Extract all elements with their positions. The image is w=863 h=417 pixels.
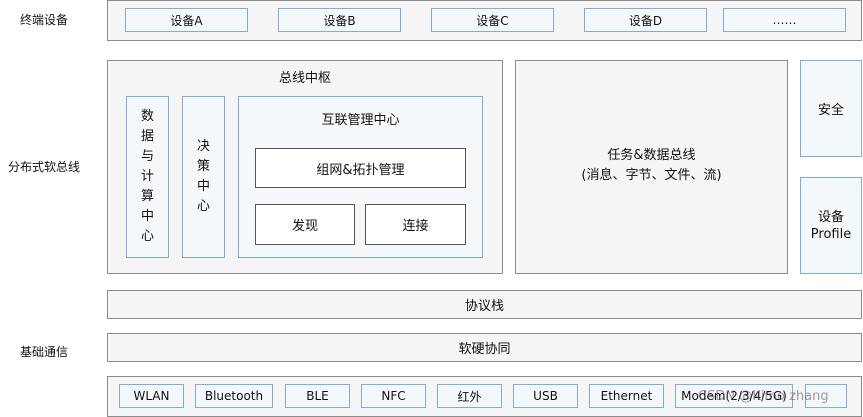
task-data-bus-line1: 任务&数据总线 [607,148,696,163]
discovery-box: 发现 [255,204,355,245]
tech-ble-box: BLE [285,384,350,408]
tech-infrared-box: 红外 [437,384,502,408]
networking-topology-box: 组网&拓扑管理 [255,148,466,188]
task-data-bus-line2: (消息、字节、文件、流) [581,168,722,183]
data-compute-center-box: 数 据 与 计 算 中 心 [126,96,169,258]
tech-wlan-box: WLAN [119,384,184,408]
tech-ethernet-box: Ethernet [589,384,664,408]
device-profile-line1: 设备 [817,209,844,225]
task-data-bus-text: 任务&数据总线 (消息、字节、文件、流) [515,146,788,186]
label-basic-communication: 基础通信 [20,344,69,359]
csdn-watermark: CSDN @Kimo zhang [698,389,829,404]
tech-usb-box: USB [513,384,578,408]
decision-center-box: 决 策 中 心 [182,96,225,258]
security-box: 安全 [800,60,862,157]
device-c-box: 设备C [431,8,554,32]
protocol-stack-bar: 协议栈 [107,290,862,319]
bus-hub-title: 总线中枢 [278,70,331,86]
device-profile-box: 设备 Profile [800,177,862,274]
tech-more-box [805,384,847,408]
device-more-box: …… [723,8,846,32]
device-d-box: 设备D [584,8,707,32]
task-data-bus-panel [515,60,788,274]
tech-nfc-box: NFC [361,384,426,408]
device-b-box: 设备B [278,8,401,32]
connection-box: 连接 [365,204,466,245]
interconnect-management-title: 互联管理中心 [321,112,400,128]
device-profile-line2: Profile [810,226,852,242]
label-terminal-devices: 终端设备 [20,12,69,27]
tech-bluetooth-box: Bluetooth [195,384,273,408]
label-distributed-soft-bus: 分布式软总线 [8,159,81,174]
tech-modem-box: Modem(2/3/4/5G) [675,384,793,408]
hw-sw-collaboration-bar: 软硬协同 [107,333,862,362]
device-a-box: 设备A [125,8,248,32]
